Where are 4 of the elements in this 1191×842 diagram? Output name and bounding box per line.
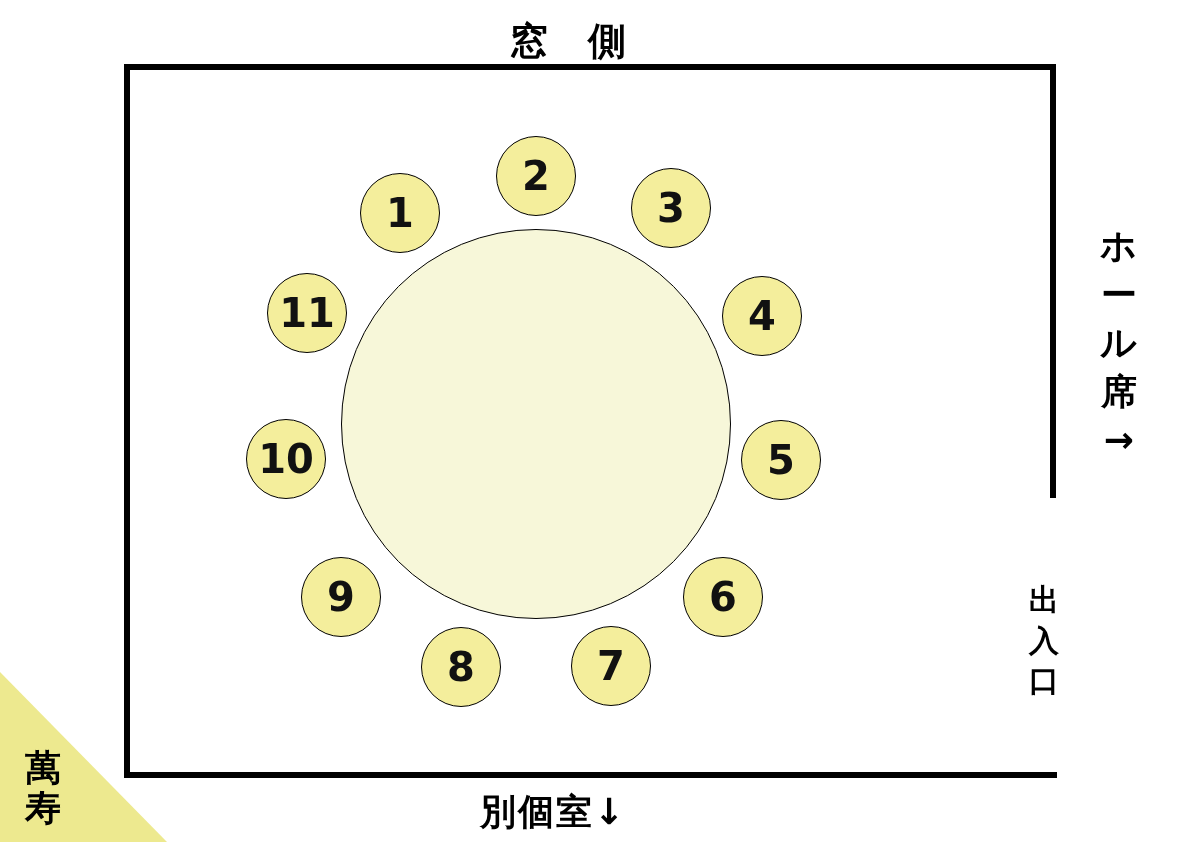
wall-label: 窓側 xyxy=(510,18,666,65)
direction-label: ホール席→ xyxy=(1100,224,1138,463)
room-name-triangle: 萬寿 xyxy=(0,672,167,842)
direction-label: 別個室↓ xyxy=(480,790,627,834)
